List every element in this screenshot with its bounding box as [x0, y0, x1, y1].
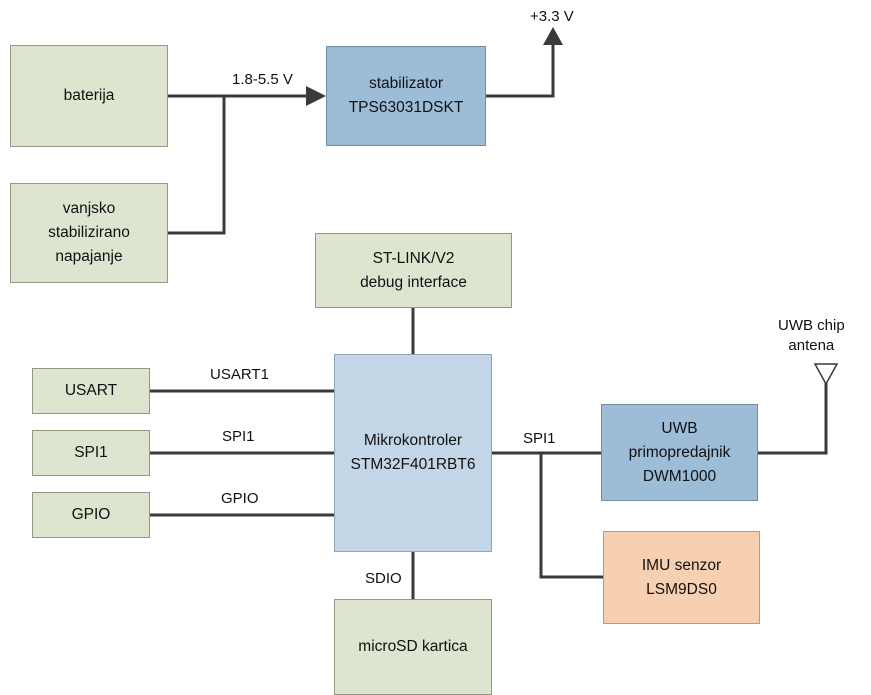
- block-stlink: ST-LINK/V2 debug interface: [315, 233, 512, 308]
- label-gpio: GPIO: [221, 490, 259, 507]
- label-usart1: USART1: [210, 366, 269, 383]
- label-voltage-in: 1.8-5.5 V: [232, 71, 293, 88]
- block-stlink-label: ST-LINK/V2 debug interface: [360, 249, 467, 291]
- wire-stabilizator-out: [484, 40, 555, 98]
- block-microsd-label: microSD kartica: [358, 638, 468, 655]
- block-usart-label: USART: [64, 382, 118, 399]
- block-microsd: microSD kartica: [334, 599, 492, 695]
- block-spi1-label: SPI1: [74, 444, 108, 461]
- label-sdio: SDIO: [365, 570, 402, 587]
- block-uwb-label: UWB primopredajnik DWM1000: [628, 419, 731, 485]
- block-mikrokontroler: Mikrokontroler STM32F401RBT6: [334, 354, 492, 552]
- wire-vanjsko-merge: [166, 94, 226, 235]
- antenna-icon: [813, 363, 839, 386]
- block-gpio-label: GPIO: [71, 506, 111, 523]
- block-gpio: GPIO: [32, 492, 150, 538]
- block-stabilizator-label: stabilizator TPS63031DSKT: [348, 75, 464, 116]
- block-uwb-primopredajnik: UWB primopredajnik DWM1000: [601, 404, 758, 501]
- block-spi1: SPI1: [32, 430, 150, 476]
- wire-spi-imu: [539, 451, 605, 579]
- label-antenna: UWB chip antena: [778, 317, 845, 354]
- wire-uwb-antenna: [756, 378, 828, 455]
- block-baterija-label: baterija: [63, 87, 115, 104]
- label-voltage-out: +3.3 V: [530, 8, 574, 25]
- block-usart: USART: [32, 368, 150, 414]
- block-baterija: baterija: [10, 45, 168, 147]
- block-stabilizator: stabilizator TPS63031DSKT: [326, 46, 486, 146]
- arrow-head-stabilizator: [306, 86, 326, 106]
- block-imu-label: IMU senzor LSM9DS0: [641, 556, 722, 598]
- block-vanjsko-label: vanjsko stabilizirano napajanje: [48, 200, 130, 265]
- arrow-head-3v3: [543, 27, 563, 45]
- label-spi1-right: SPI1: [523, 430, 556, 447]
- block-vanjsko-napajanje: vanjsko stabilizirano napajanje: [10, 183, 168, 283]
- block-imu-senzor: IMU senzor LSM9DS0: [603, 531, 760, 624]
- label-spi1-left: SPI1: [222, 428, 255, 445]
- block-mikrokontroler-label: Mikrokontroler STM32F401RBT6: [350, 432, 476, 473]
